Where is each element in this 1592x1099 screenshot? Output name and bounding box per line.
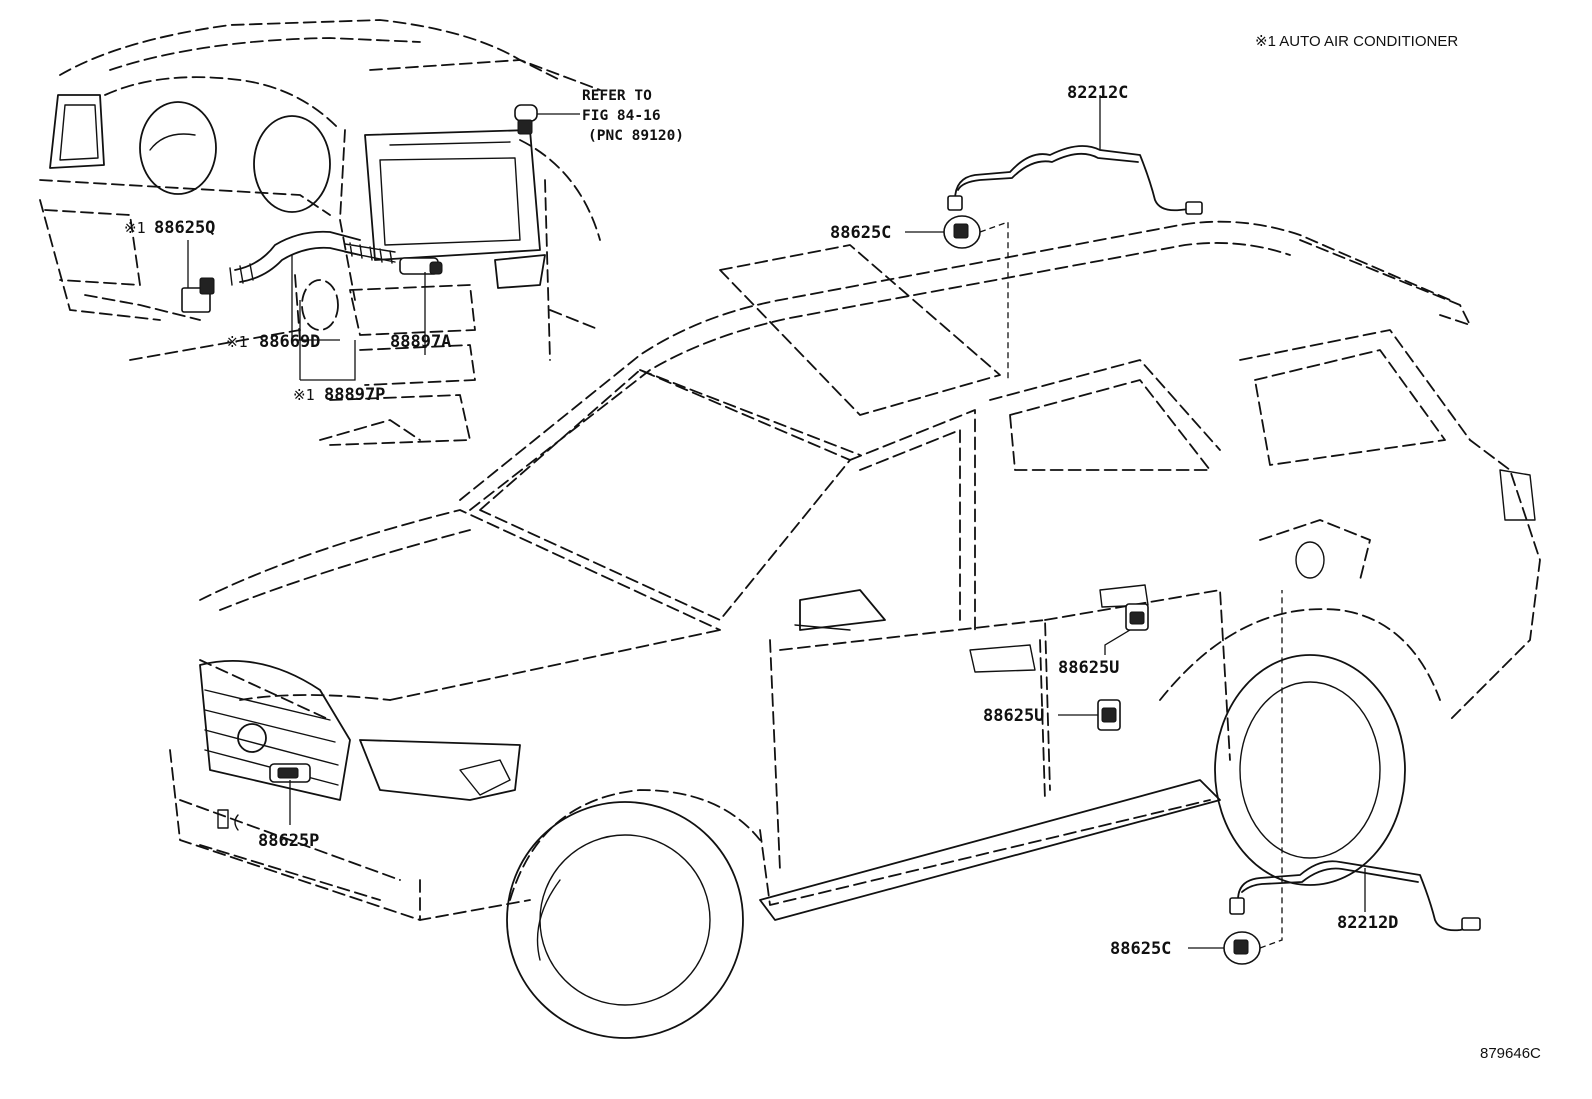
wire-harness-82212D — [1229, 860, 1481, 932]
note-mark-88669D: ※1 — [226, 333, 248, 351]
sensor-part-88897A — [399, 257, 443, 355]
part-label-88625U-upper[interactable]: 88625U — [1058, 658, 1119, 678]
part-label-88625C-top[interactable]: 88625C — [830, 223, 891, 243]
sensor-part-88625U-upper — [1104, 603, 1149, 655]
sensor-part-88625P — [217, 763, 311, 831]
refer-to-line2: FIG 84-16 — [582, 108, 661, 124]
aspirator-duct-88669D — [229, 230, 396, 286]
part-label-88897A[interactable]: 88897A — [390, 332, 451, 352]
dashboard-illustration — [39, 19, 601, 446]
part-label-82212C[interactable]: 82212C — [1067, 83, 1128, 103]
vehicle-illustration — [169, 220, 1541, 1039]
refer-to-line3: (PNC 89120) — [588, 128, 684, 144]
part-label-88625C-bottom[interactable]: 88625C — [1110, 939, 1171, 959]
figure-code: 879646C — [1480, 1045, 1541, 1062]
refer-to-line1: REFER TO — [582, 88, 652, 104]
part-label-82212D[interactable]: 82212D — [1337, 913, 1398, 933]
sensor-part-88625U-lower — [1058, 699, 1121, 731]
note-mark-88897P: ※1 — [293, 386, 315, 404]
clip-part-89120 — [514, 104, 580, 135]
air-conditioner-note: ※1 AUTO AIR CONDITIONER — [1255, 33, 1458, 50]
wire-harness-82212C — [947, 95, 1203, 215]
sensor-part-88625Q — [181, 240, 215, 313]
part-label-88625U-lower[interactable]: 88625U — [983, 706, 1044, 726]
part-label-88625Q[interactable]: 88625Q — [154, 218, 215, 238]
sensor-part-88625C-top — [905, 215, 1009, 380]
part-label-88897P[interactable]: 88897P — [324, 385, 385, 405]
part-label-88669D[interactable]: 88669D — [259, 332, 320, 352]
note-mark-88625Q: ※1 — [124, 219, 146, 237]
part-label-88625P[interactable]: 88625P — [258, 831, 319, 851]
sensor-part-88625C-bottom — [1188, 590, 1283, 965]
